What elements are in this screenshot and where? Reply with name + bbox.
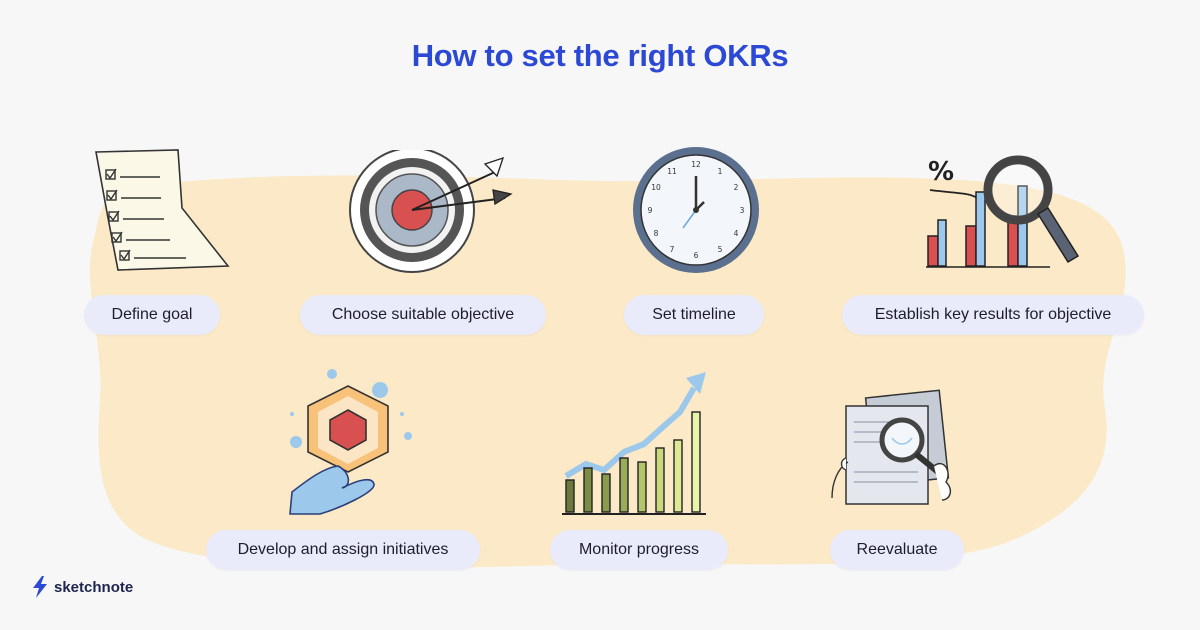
step-define-goal: Define goal bbox=[84, 295, 220, 335]
growth-chart-icon bbox=[562, 372, 706, 515]
svg-text:1: 1 bbox=[718, 167, 723, 176]
brand-name: sketchnote bbox=[54, 578, 134, 596]
svg-text:2: 2 bbox=[734, 183, 739, 192]
svg-text:3: 3 bbox=[740, 206, 745, 215]
svg-text:11: 11 bbox=[667, 167, 677, 176]
svg-text:%: % bbox=[928, 157, 954, 187]
step-monitor-progress: Monitor progress bbox=[550, 530, 728, 570]
step-establish-key-results: Establish key results for objective bbox=[842, 295, 1144, 335]
magnifier-chart-icon: % bbox=[926, 155, 1080, 268]
target-icon bbox=[349, 150, 513, 273]
svg-text:4: 4 bbox=[734, 229, 739, 238]
svg-text:12: 12 bbox=[691, 160, 701, 169]
step-develop-initiatives: Develop and assign initiatives bbox=[206, 530, 480, 570]
svg-text:10: 10 bbox=[651, 183, 661, 192]
svg-text:5: 5 bbox=[718, 245, 723, 254]
step-choose-suitable-objective: Choose suitable objective bbox=[300, 295, 546, 335]
documents-magnifier-icon bbox=[831, 389, 952, 505]
checklist-icon bbox=[95, 149, 230, 271]
page-title: How to set the right OKRs bbox=[411, 38, 789, 73]
hand-hexagon-icon bbox=[289, 369, 412, 515]
step-set-timeline: Set timeline bbox=[624, 295, 764, 335]
step-reevaluate: Reevaluate bbox=[830, 530, 964, 570]
brand-logo: sketchnote bbox=[32, 576, 133, 598]
svg-text:6: 6 bbox=[694, 251, 699, 260]
svg-text:7: 7 bbox=[670, 245, 675, 254]
lightning-bolt-icon bbox=[33, 576, 47, 598]
svg-text:9: 9 bbox=[648, 206, 653, 215]
svg-text:8: 8 bbox=[654, 229, 659, 238]
